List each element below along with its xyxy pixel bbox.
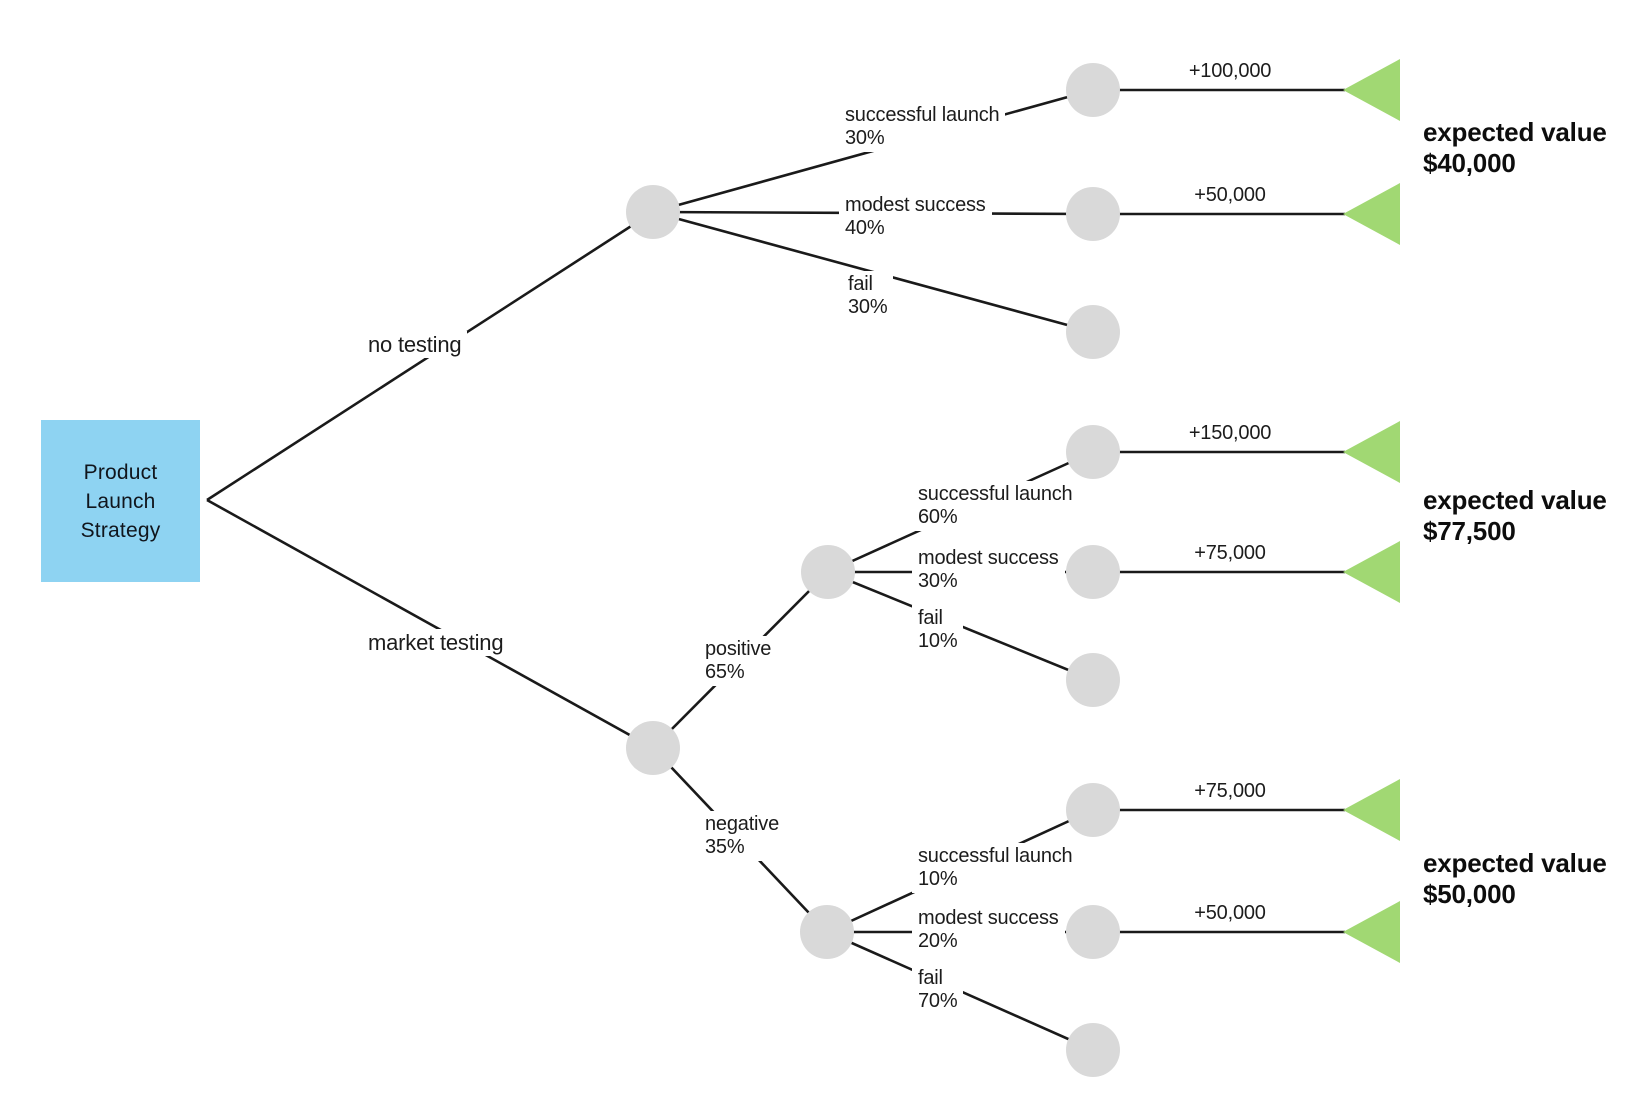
expected-value-title: expected value bbox=[1423, 485, 1607, 515]
outcome-node-pos-fail bbox=[1066, 653, 1120, 707]
expected-value-negative: expected value $50,000 bbox=[1423, 848, 1607, 910]
edge-root-market-testing bbox=[206, 498, 654, 750]
outcome-label-nt-fail: fail 30% bbox=[842, 271, 894, 321]
outcome-node-nt-modest-success bbox=[1066, 187, 1120, 241]
outcome-name: successful launch bbox=[845, 104, 1000, 126]
branch-label-market-testing: market testing bbox=[362, 629, 510, 656]
outcome-node-neg-successful-launch bbox=[1066, 783, 1120, 837]
chance-node-no-testing bbox=[626, 185, 680, 239]
terminal-triangles bbox=[1343, 59, 1400, 963]
expected-value-amount: $40,000 bbox=[1423, 148, 1516, 178]
outcome-name: fail bbox=[918, 607, 943, 629]
payoff-label-nt-modest-success: +50,000 bbox=[1188, 182, 1272, 209]
branch-probability: 35% bbox=[705, 836, 745, 858]
outcome-node-nt-successful-launch bbox=[1066, 63, 1120, 117]
outcome-label-neg-modest-success: modest success 20% bbox=[912, 905, 1065, 955]
expected-value-amount: $50,000 bbox=[1423, 879, 1516, 909]
outcome-label-neg-successful-launch: successful launch 10% bbox=[912, 843, 1079, 893]
chance-nodes bbox=[626, 63, 1120, 1077]
expected-value-positive: expected value $77,500 bbox=[1423, 485, 1607, 547]
payoff-label-nt-successful-launch: +100,000 bbox=[1182, 58, 1278, 85]
outcome-probability: 40% bbox=[845, 217, 885, 239]
expected-value-amount: $77,500 bbox=[1423, 516, 1516, 546]
expected-value-title: expected value bbox=[1423, 117, 1607, 147]
payoff-label-pos-modest-success: +75,000 bbox=[1188, 540, 1272, 567]
terminal-triangle-50000-negative bbox=[1343, 901, 1400, 963]
terminal-triangle-75000-negative bbox=[1343, 779, 1400, 841]
outcome-node-neg-fail bbox=[1066, 1023, 1120, 1077]
outcome-label-pos-successful-launch: successful launch 60% bbox=[912, 481, 1079, 531]
chance-node-positive bbox=[801, 545, 855, 599]
outcome-probability: 30% bbox=[918, 570, 958, 592]
branch-label-no-testing: no testing bbox=[362, 331, 468, 358]
outcome-node-nt-fail bbox=[1066, 305, 1120, 359]
outcome-node-pos-successful-launch bbox=[1066, 425, 1120, 479]
outcome-name: fail bbox=[918, 967, 943, 989]
outcome-probability: 30% bbox=[848, 296, 888, 318]
outcome-label-pos-modest-success: modest success 30% bbox=[912, 545, 1065, 595]
payoff-label-neg-successful-launch: +75,000 bbox=[1188, 778, 1272, 805]
outcome-probability: 70% bbox=[918, 990, 958, 1012]
outcome-probability: 60% bbox=[918, 506, 958, 528]
branch-name: negative bbox=[705, 813, 780, 835]
outcome-label-pos-fail: fail 10% bbox=[912, 605, 964, 655]
payoff-label-pos-successful-launch: +150,000 bbox=[1182, 420, 1278, 447]
branch-label-positive: positive 65% bbox=[699, 636, 778, 686]
outcome-name: modest success bbox=[918, 907, 1059, 929]
branch-label-negative: negative 35% bbox=[699, 811, 786, 861]
terminal-triangle-75000-positive bbox=[1343, 541, 1400, 603]
outcome-node-neg-modest-success bbox=[1066, 905, 1120, 959]
outcome-name: successful launch bbox=[918, 483, 1073, 505]
terminal-triangle-150000 bbox=[1343, 421, 1400, 483]
outcome-name: successful launch bbox=[918, 845, 1073, 867]
outcome-name: modest success bbox=[845, 194, 986, 216]
outcome-probability: 10% bbox=[918, 630, 958, 652]
outcome-node-pos-modest-success bbox=[1066, 545, 1120, 599]
branch-probability: 65% bbox=[705, 661, 745, 683]
expected-value-title: expected value bbox=[1423, 848, 1607, 878]
outcome-probability: 20% bbox=[918, 930, 958, 952]
branch-name: positive bbox=[705, 638, 772, 660]
terminal-triangle-100000 bbox=[1343, 59, 1400, 121]
outcome-label-nt-successful-launch: successful launch 30% bbox=[839, 102, 1006, 152]
payoff-label-neg-modest-success: +50,000 bbox=[1188, 900, 1272, 927]
outcome-probability: 30% bbox=[845, 127, 885, 149]
outcome-probability: 10% bbox=[918, 868, 958, 890]
tree-edges bbox=[206, 88, 1345, 1052]
outcome-label-nt-modest-success: modest success 40% bbox=[839, 192, 992, 242]
chance-node-market-testing bbox=[626, 721, 680, 775]
outcome-name: fail bbox=[848, 273, 873, 295]
outcome-name: modest success bbox=[918, 547, 1059, 569]
outcome-label-neg-fail: fail 70% bbox=[912, 965, 964, 1015]
root-decision-node: Product Launch Strategy bbox=[41, 420, 200, 582]
terminal-triangle-50000-top bbox=[1343, 183, 1400, 245]
chance-node-negative bbox=[800, 905, 854, 959]
expected-value-no-testing: expected value $40,000 bbox=[1423, 117, 1607, 179]
